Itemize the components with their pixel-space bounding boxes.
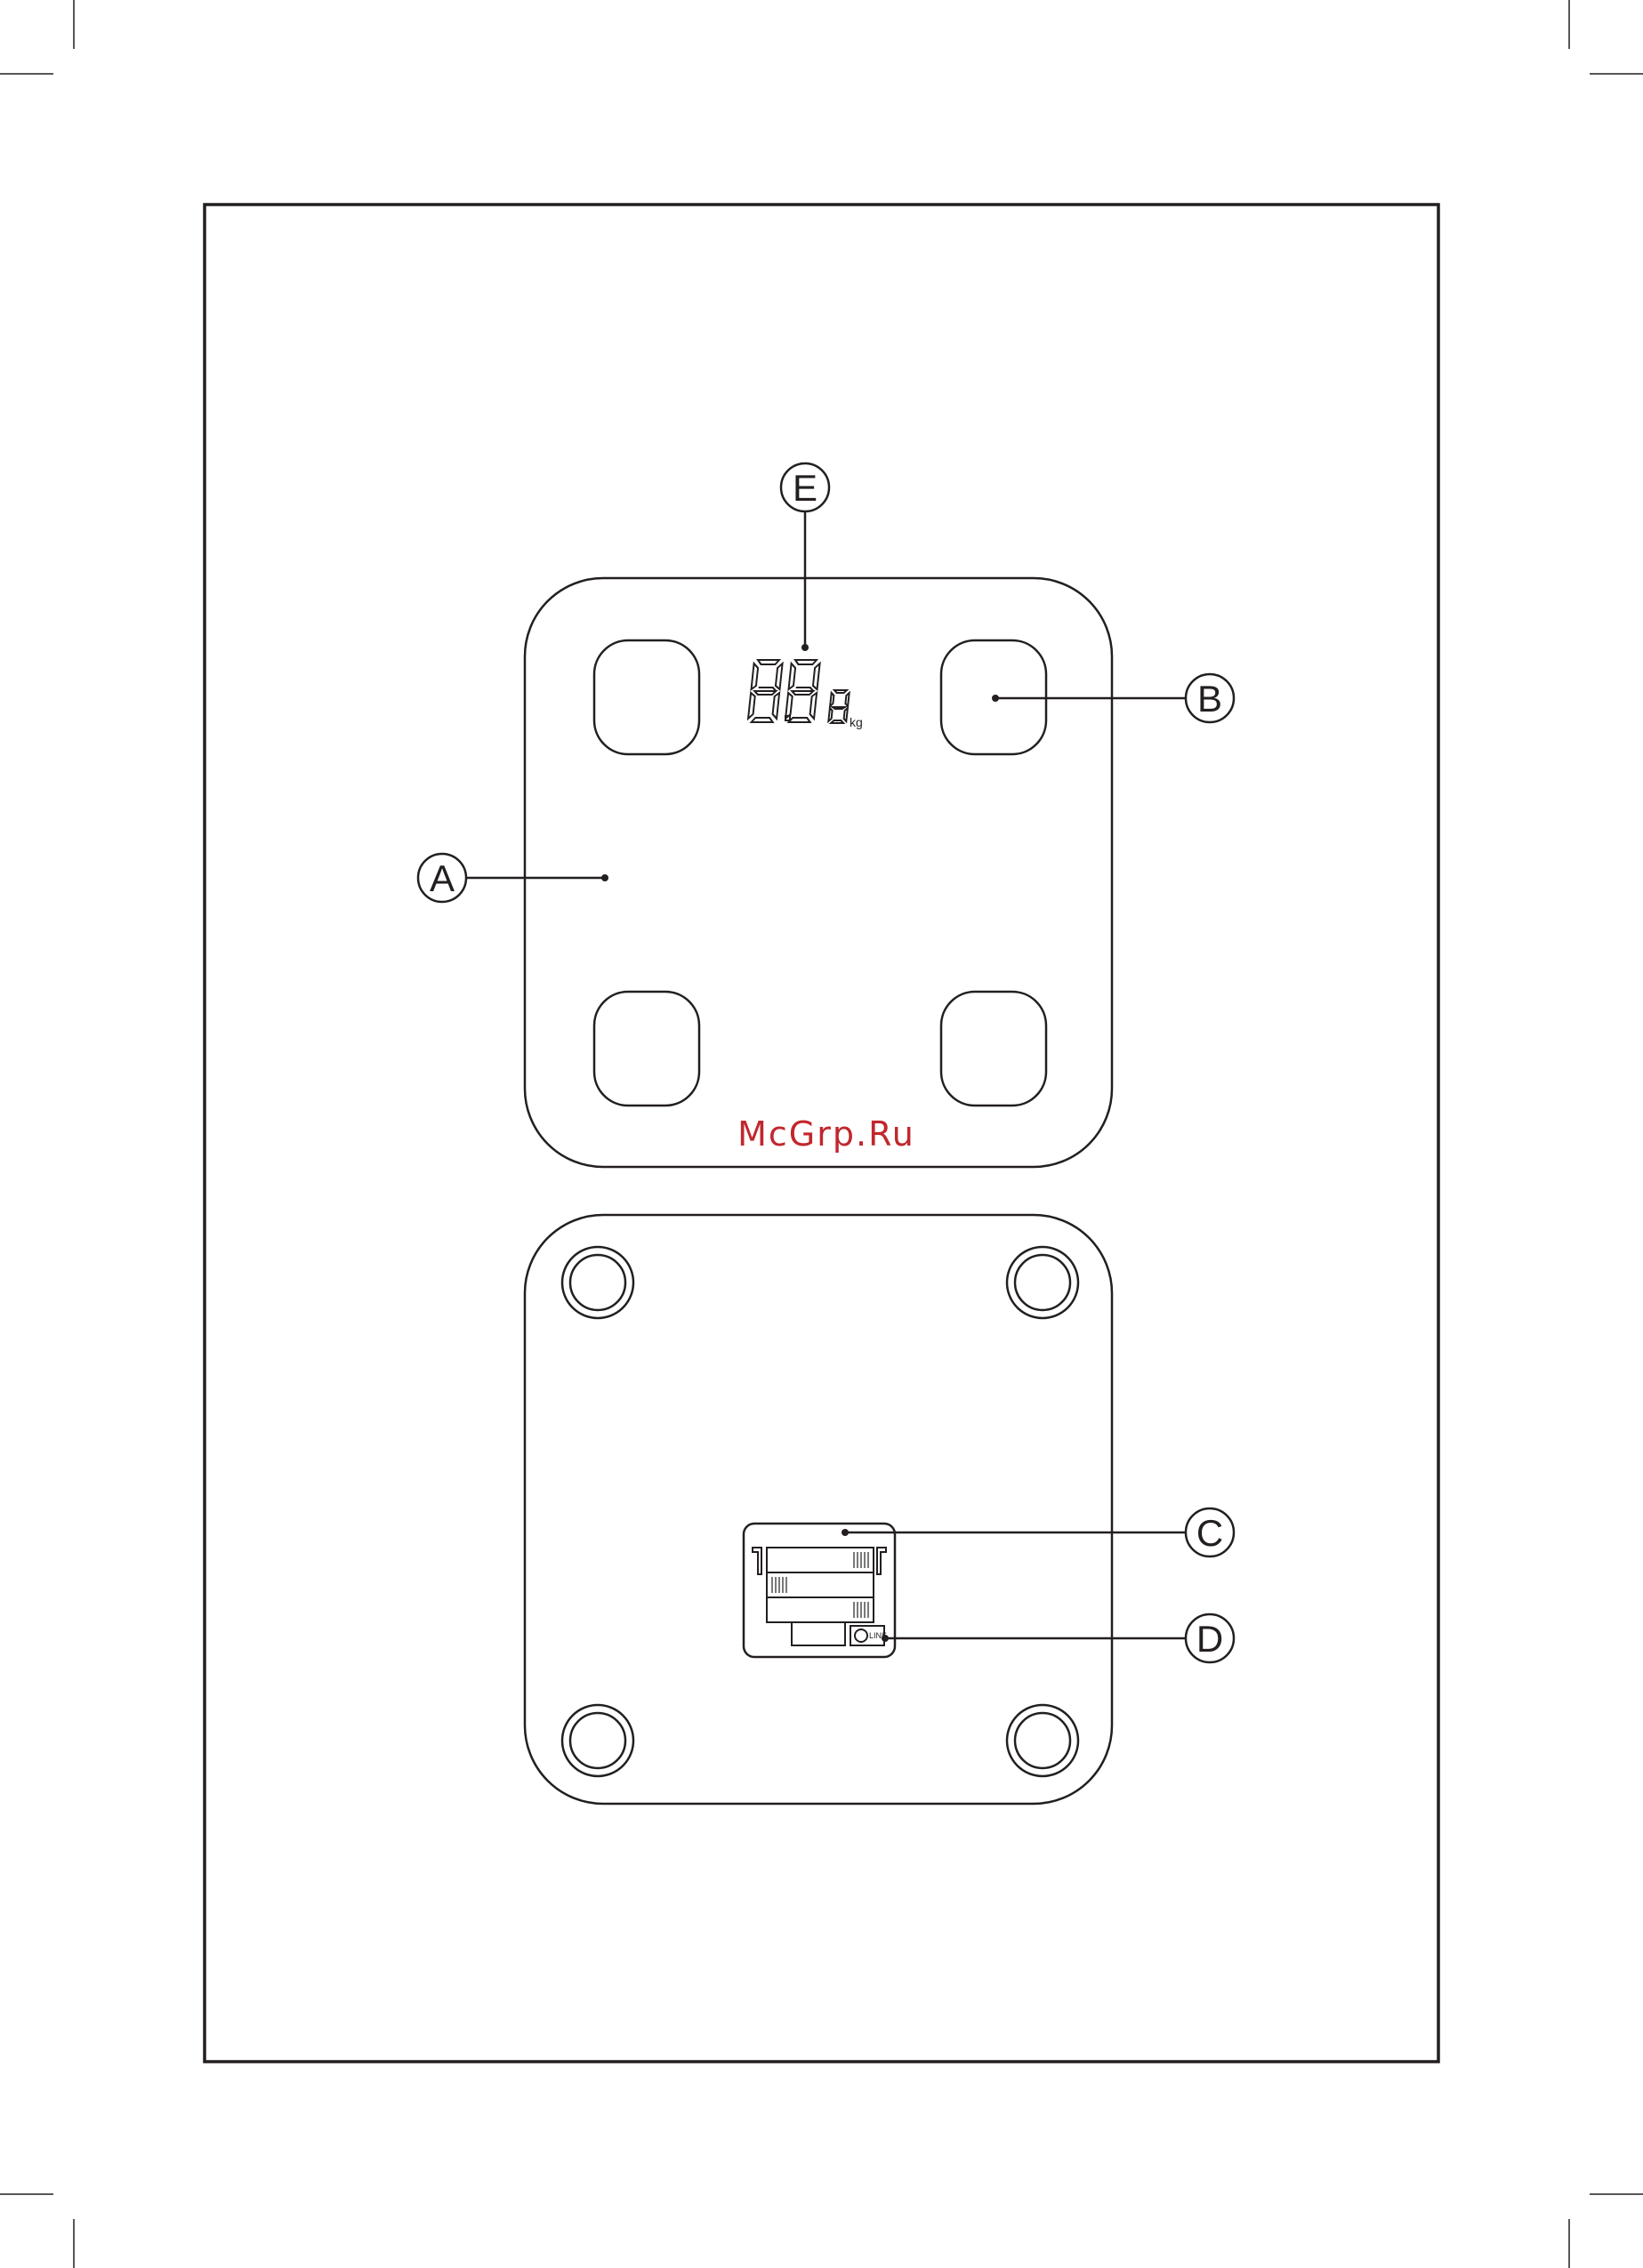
callout-a-letter: A xyxy=(430,857,455,899)
lcd-unit-label: kg xyxy=(850,715,863,729)
foot-top-right xyxy=(1007,1247,1078,1318)
battery-clip-right xyxy=(877,1548,886,1574)
lcd-digit-2 xyxy=(785,660,820,722)
lcd-digit-1 xyxy=(748,660,783,722)
battery-tab xyxy=(792,1622,845,1645)
lcd-digit-3 xyxy=(828,690,850,723)
foot-top-left xyxy=(562,1247,633,1318)
electrode-pad-bottom-left xyxy=(594,992,699,1106)
callout-e: E xyxy=(781,463,829,651)
foot-bottom-right xyxy=(1007,1705,1078,1776)
battery-clip-left xyxy=(753,1548,761,1574)
scale-top-body xyxy=(525,578,1112,1167)
callout-e-letter: E xyxy=(793,467,817,509)
electrode-pad-top-left xyxy=(594,640,699,754)
callout-c-letter: C xyxy=(1196,1512,1223,1554)
callout-d-letter: D xyxy=(1196,1618,1223,1660)
battery-contacts xyxy=(772,1552,868,1618)
electrode-pad-bottom-right xyxy=(941,992,1046,1106)
link-button-circle xyxy=(855,1629,867,1642)
callout-a: A xyxy=(418,854,608,902)
lcd-display xyxy=(748,660,850,723)
watermark: McGrp.Ru xyxy=(737,1114,915,1154)
callout-c: C xyxy=(842,1508,1234,1556)
callout-d: D xyxy=(882,1614,1234,1662)
scale-top-view xyxy=(525,578,1112,1167)
lcd-decimal-point xyxy=(785,716,790,720)
callout-b-letter: B xyxy=(1197,678,1222,720)
foot-bottom-left xyxy=(562,1705,633,1776)
scale-bottom-view xyxy=(525,1215,1112,1804)
